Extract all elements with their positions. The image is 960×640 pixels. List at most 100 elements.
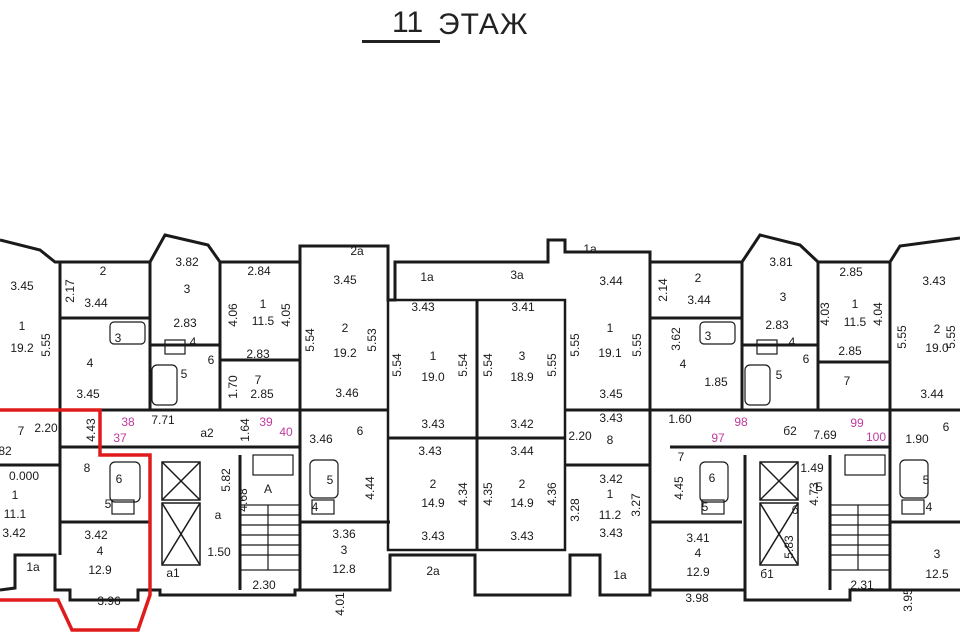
room-label: 1a [420, 270, 434, 284]
room-label: 2.31 [850, 578, 874, 592]
dimension-label: 3.95 [901, 588, 915, 612]
room-label: 3.46 [335, 386, 359, 400]
room-label: 3.81 [769, 255, 793, 269]
room-label: 7 [18, 424, 25, 438]
room-label: 4 [87, 356, 94, 370]
room-label: 3.42 [510, 417, 534, 431]
room-label: 4 [695, 546, 702, 560]
dimension-label: 4.36 [545, 482, 559, 506]
room-label: 1.85 [704, 375, 728, 389]
room-label: 5 [776, 368, 783, 382]
room-label: 3 [341, 543, 348, 557]
room-label: 1a [26, 560, 40, 574]
room-label: a2 [200, 426, 214, 440]
room-label: 3.43 [421, 529, 445, 543]
room-label: 3 [934, 547, 941, 561]
room-label: 2.83 [173, 316, 197, 330]
apartment-number: 37 [113, 431, 127, 445]
room-label: 6 [208, 353, 215, 367]
room-label: 3.42 [599, 472, 623, 486]
room-label: 2a [426, 564, 440, 578]
elevator-left [161, 461, 201, 566]
dimension-label: 3.62 [669, 327, 683, 351]
room-label: 6 [803, 352, 810, 366]
room-label: 5 [702, 500, 709, 514]
floor-number-underline [362, 40, 440, 43]
walls [0, 233, 960, 602]
room-label: 12.9 [88, 563, 112, 577]
dimension-label: 5.55 [944, 325, 958, 349]
room-label: 2.20 [568, 429, 592, 443]
room-label: 5 [105, 497, 112, 511]
room-label: 19.0 [421, 370, 445, 384]
room-label: 3.96 [97, 594, 121, 608]
room-label: 19.2 [333, 346, 357, 360]
room-label: 3a [510, 268, 524, 282]
room-label: 1 [852, 297, 859, 311]
dimension-label: 1.64 [238, 418, 252, 442]
room-label: 19.1 [598, 346, 622, 360]
room-label: 1a [583, 242, 597, 256]
room-label: 1 [12, 488, 19, 502]
room-label: 1 [260, 297, 267, 311]
dimension-label: 5.54 [456, 353, 470, 377]
dimension-label: 3.28 [568, 498, 582, 522]
floor-title: 11 ЭТАЖ [360, 2, 600, 46]
room-label: 4 [97, 544, 104, 558]
apartment-number: 99 [850, 416, 864, 430]
room-label: 2.83 [246, 347, 270, 361]
room-label: 3.44 [599, 274, 623, 288]
room-label: 1 [430, 349, 437, 363]
room-label: 3.43 [599, 526, 623, 540]
room-label: 2.30 [252, 578, 276, 592]
room-label: 1.50 [207, 545, 231, 559]
room-label: 11.1 [4, 507, 27, 521]
room-label: 3.44 [920, 387, 944, 401]
room-label: 3.43 [510, 529, 534, 543]
room-label: 1 [607, 321, 614, 335]
room-label: 3.44 [84, 296, 108, 310]
room-label: 3.46 [309, 432, 333, 446]
dimension-label: 1.70 [226, 375, 240, 399]
room-label: 12.5 [925, 567, 949, 581]
room-label: 8 [607, 433, 614, 447]
stair-left [239, 504, 301, 571]
dimension-label: 2.17 [63, 279, 77, 303]
dimension-label: 4.68 [236, 488, 250, 512]
room-label: 3.42 [84, 528, 108, 542]
room-label: 14.9 [510, 496, 534, 510]
floor-word: ЭТАЖ [438, 8, 529, 41]
room-label: 2.85 [250, 387, 274, 401]
apartment-highlight [0, 408, 152, 632]
dimension-label: 4.04 [871, 302, 885, 326]
room-label: A [264, 482, 272, 496]
room-label: 3.41 [686, 531, 710, 545]
room-label: 7 [844, 374, 851, 388]
apartment-number: 98 [734, 415, 748, 429]
room-label: б2 [783, 424, 797, 438]
room-label: 4 [312, 500, 319, 514]
room-label: 1 [19, 319, 26, 333]
dimension-label: 5.54 [303, 328, 317, 352]
apartment-number: 39 [259, 415, 273, 429]
room-label: Б [815, 480, 823, 494]
room-label: 6 [357, 424, 364, 438]
room-label: 2a [350, 244, 364, 258]
room-label: 3.45 [599, 387, 623, 401]
room-label: 0.000 [9, 469, 39, 483]
room-label: 3.43 [421, 417, 445, 431]
room-label: 3.41 [511, 300, 535, 314]
room-label: 2 [342, 321, 349, 335]
room-label: 19.0 [925, 341, 949, 355]
room-label: 11.2 [599, 508, 622, 522]
room-label: 8 [84, 461, 91, 475]
dimension-label: 5.54 [390, 353, 404, 377]
dimension-label: 4.35 [481, 482, 495, 506]
room-label: 12.9 [686, 565, 710, 579]
room-label: 2.85 [839, 265, 863, 279]
room-label: a1 [166, 566, 180, 580]
